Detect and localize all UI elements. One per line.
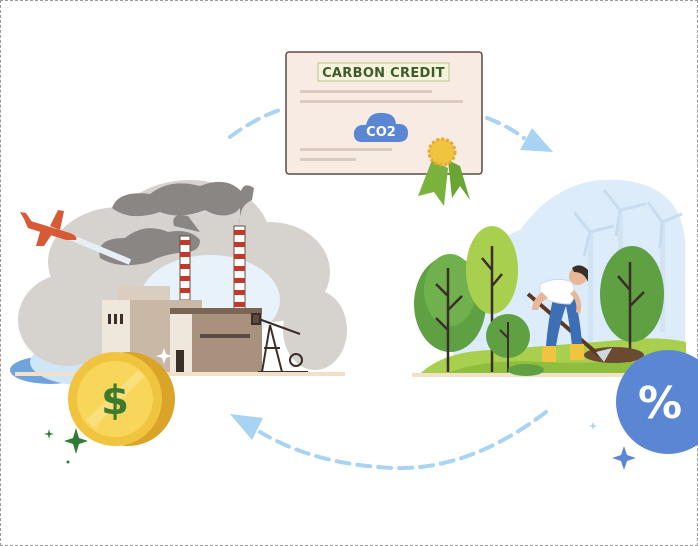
sparkle-icon — [589, 422, 597, 430]
percent-badge-icon: % — [616, 350, 698, 454]
dollar-coin-icon: $ — [68, 352, 175, 446]
industrial-scene — [10, 180, 347, 386]
factory-chimney-left — [179, 235, 191, 301]
green-scene — [412, 179, 688, 377]
carbon-credit-certificate: CARBON CREDIT CO2 — [285, 51, 483, 206]
certificate-title: CARBON CREDIT — [322, 66, 445, 81]
gardener-icon — [526, 265, 644, 363]
sparkle-dot — [66, 460, 70, 464]
cycle-arrow-top-left — [228, 106, 287, 139]
tree-icon — [466, 226, 518, 372]
co2-label: CO2 — [366, 125, 396, 140]
airplane-icon — [20, 210, 132, 265]
factory-chimney-right — [233, 225, 246, 311]
tree-icon — [486, 314, 530, 372]
tree-icon — [600, 246, 664, 362]
sparkle-icon — [156, 348, 172, 364]
cycle-arrow-top-right — [485, 116, 553, 152]
dollar-symbol: $ — [101, 378, 129, 424]
co2-cloud-icon: CO2 — [353, 112, 408, 142]
ribbon-seal-icon — [418, 137, 470, 206]
cycle-arrow-bottom — [230, 410, 548, 471]
sparkle-icon — [612, 446, 636, 470]
percent-symbol: % — [638, 378, 682, 429]
sparkle-icon — [64, 428, 88, 454]
factory-icon — [102, 286, 262, 375]
sparkle-icon — [44, 429, 54, 439]
